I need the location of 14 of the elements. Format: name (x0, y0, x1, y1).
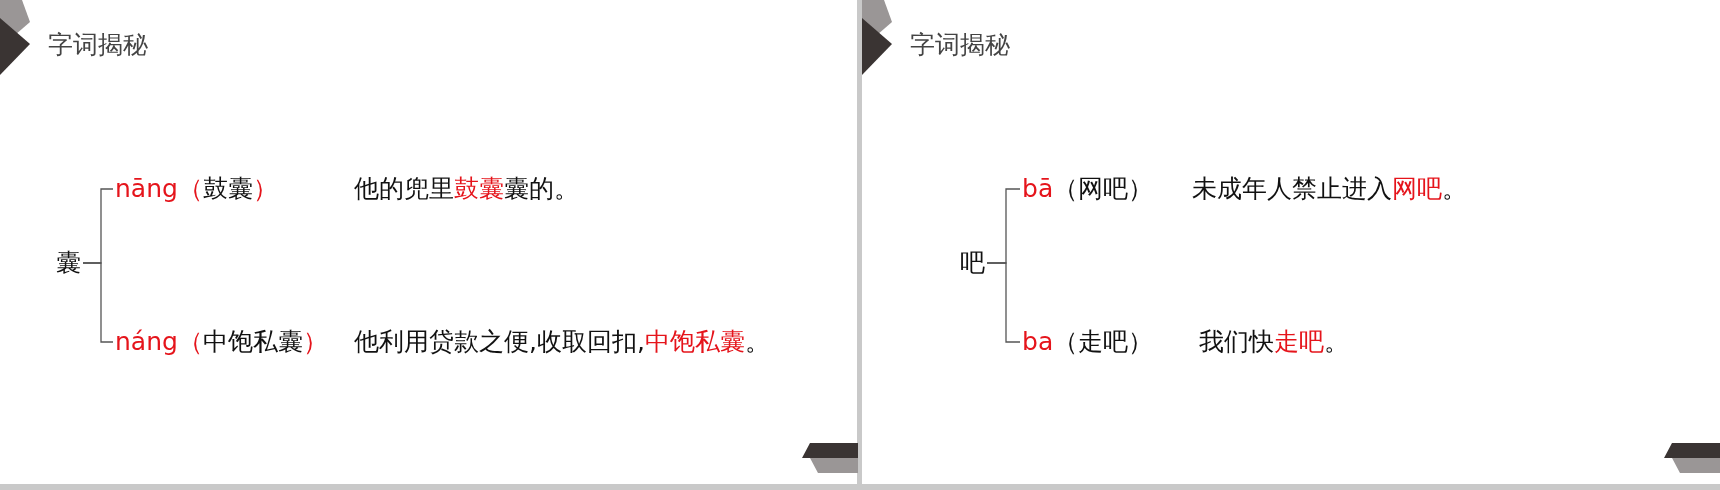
example-sentence: 他的兜里鼓囊囊的。 (354, 173, 579, 205)
slide-heading: 字词揭秘 (910, 29, 1010, 61)
pinyin-reading: náng（中饱私囊） (115, 326, 329, 358)
bracket-line (986, 262, 1021, 343)
bracket-line (82, 262, 114, 343)
headword-character: 吧 (960, 246, 985, 280)
example-sentence: 未成年人禁止进入网吧。 (1192, 173, 1467, 205)
pinyin-reading: ba（走吧） (1022, 326, 1155, 358)
pinyin-reading: bā（网吧） (1022, 173, 1155, 205)
example-sentence: 他利用贷款之便,收取回扣,中饱私囊。 (354, 326, 770, 358)
pinyin-reading: nāng（鼓囊） (115, 173, 279, 205)
example-sentence: 我们快走吧。 (1199, 326, 1349, 358)
headword-character: 囊 (56, 246, 81, 280)
slide-heading: 字词揭秘 (48, 29, 148, 61)
